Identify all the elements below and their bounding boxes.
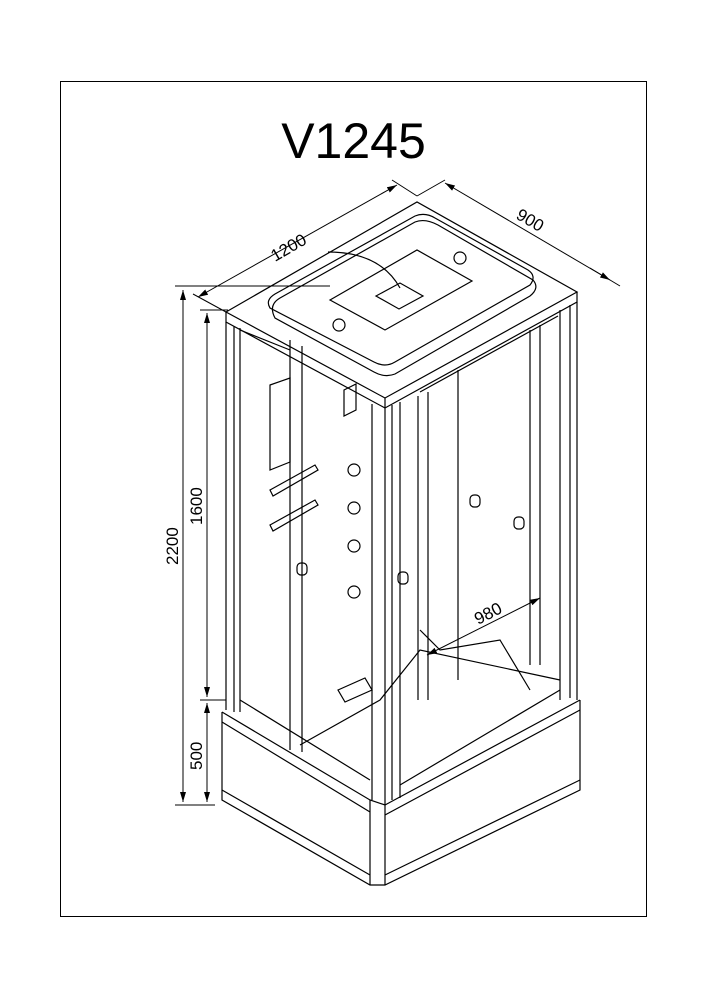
dim-2200: 2200 xyxy=(163,527,182,565)
dim-980: 980 xyxy=(471,599,505,629)
shower-tray xyxy=(221,699,581,886)
dim-1600: 1600 xyxy=(187,487,206,525)
dim-500: 500 xyxy=(187,742,206,770)
model-title: V1245 xyxy=(281,113,426,169)
dimension-lines xyxy=(175,179,621,806)
door-handle xyxy=(469,494,481,508)
door-handle xyxy=(513,516,525,530)
seat xyxy=(337,677,373,703)
dim-1200: 1200 xyxy=(268,230,310,265)
light-icon xyxy=(453,251,467,265)
massage-jet-icon xyxy=(347,539,361,553)
shelf xyxy=(269,499,319,532)
dim-900: 900 xyxy=(513,205,547,236)
roof xyxy=(224,201,579,409)
massage-jet-icon xyxy=(347,501,361,515)
control-panel xyxy=(269,377,525,703)
door-handle xyxy=(296,562,308,576)
speaker-icon xyxy=(332,318,346,332)
shelf xyxy=(269,464,319,497)
massage-jet-icon xyxy=(347,585,361,599)
door-handle xyxy=(397,571,409,585)
massage-jet-icon xyxy=(347,463,361,477)
drawing-frame xyxy=(60,81,647,917)
